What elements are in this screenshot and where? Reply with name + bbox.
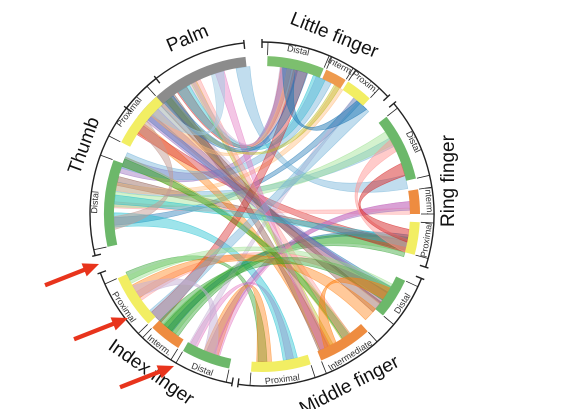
segment-label-ring: Distal: [404, 130, 423, 155]
group-label-thumb: Thumb: [64, 114, 104, 177]
segment-tick: [225, 369, 230, 383]
segment-tick: [146, 85, 156, 97]
group-tick: [236, 378, 240, 388]
group-tick: [97, 270, 107, 275]
segment-tick: [321, 361, 327, 374]
group-arc-middle: [237, 278, 423, 387]
segment-arc-middle: [250, 354, 311, 372]
segment-tick: [348, 69, 357, 81]
segment-arc-thumb: [121, 96, 163, 147]
group-tick: [123, 105, 132, 113]
segment-arc-little: [322, 69, 346, 89]
segment-tick: [368, 331, 378, 343]
segment-ring: [104, 56, 420, 372]
group-arc-little: [261, 41, 389, 98]
segment-label-little: Distal: [286, 43, 310, 58]
segment-tick: [310, 365, 316, 378]
segment-arc-middle: [317, 323, 368, 361]
segment-arc-index: [152, 320, 184, 348]
segment-tick: [100, 154, 113, 160]
group-tick: [382, 94, 391, 102]
segment-arc-ring: [404, 221, 420, 255]
segment-tick: [323, 55, 330, 68]
segment-arc-thumb: [104, 159, 123, 247]
group-arc-ring: [393, 102, 435, 268]
segment-tick: [370, 87, 380, 98]
segment-tick: [418, 186, 432, 190]
segment-arc-index: [117, 274, 156, 324]
segment-tick: [142, 328, 152, 339]
ribbon-layer: [113, 66, 411, 363]
segment-arc-little: [342, 81, 370, 106]
segment-arc-ring: [378, 116, 416, 181]
group-ring: [89, 39, 435, 388]
pointer-arrows: [44, 263, 174, 390]
red-arrow-3: [119, 365, 174, 390]
segment-tick: [249, 372, 252, 386]
segment-tick: [345, 67, 354, 80]
group-tick: [92, 253, 102, 258]
chord-ribbon: [358, 162, 410, 243]
group-label-ring: Ring finger: [438, 134, 459, 227]
segment-tick: [415, 254, 429, 259]
group-tick: [243, 39, 246, 49]
red-arrow-2: [73, 317, 128, 342]
segment-arc-ring: [408, 189, 420, 214]
segment-arc-little: [267, 56, 324, 78]
segment-tick: [326, 56, 333, 69]
segment-tick: [137, 324, 148, 334]
segment-tick: [108, 135, 121, 143]
segment-tick: [175, 351, 183, 364]
segment-tick: [170, 348, 179, 361]
group-tick: [415, 275, 425, 281]
segment-tick: [420, 221, 434, 224]
segment-label-ring: Interm.: [423, 186, 435, 215]
group-tick: [153, 75, 161, 84]
chord-ribbon: [192, 79, 351, 339]
segment-label-middle: Proximal: [264, 372, 300, 386]
segment-tick: [387, 107, 398, 117]
segment-arc-index: [183, 342, 232, 369]
group-arc-index: [99, 272, 233, 385]
segment-arc-middle: [375, 276, 406, 316]
group-tick: [419, 264, 429, 269]
group-tick: [230, 377, 234, 387]
segment-tick: [416, 174, 430, 179]
segment-tick: [405, 280, 419, 288]
group-arc-thumb: [89, 77, 157, 256]
segment-tick: [383, 315, 395, 325]
segment-tick: [93, 246, 107, 251]
segment-tick: [104, 278, 117, 285]
segment-label-thumb: Distal: [89, 191, 101, 214]
group-tick: [388, 100, 397, 108]
red-arrow-1: [44, 263, 99, 288]
